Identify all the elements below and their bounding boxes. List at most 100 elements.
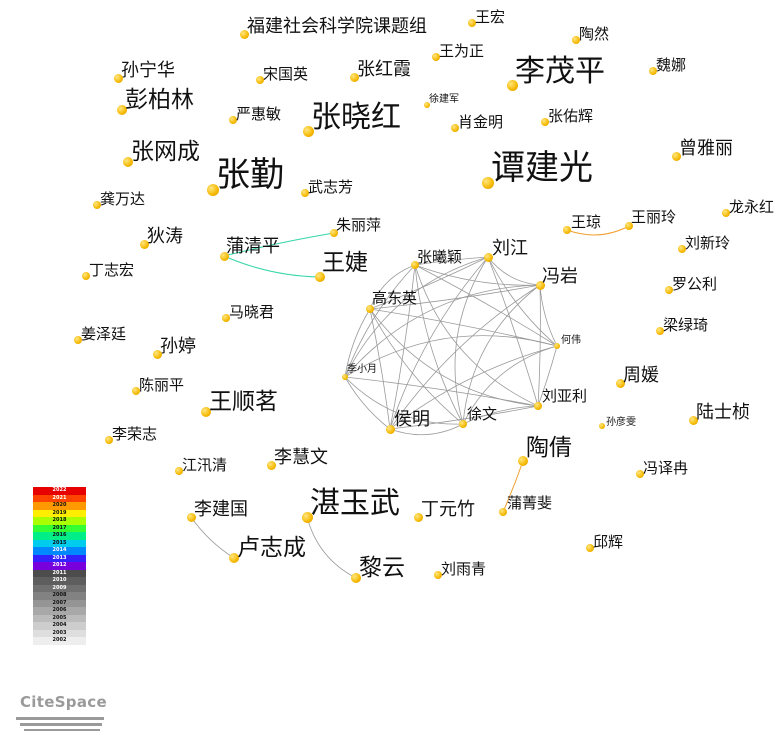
- author-node-dot: [688, 415, 698, 425]
- author-node-label: 龙永红: [729, 198, 775, 216]
- coauthor-link: [369, 256, 489, 310]
- author-node-dot: [229, 116, 237, 124]
- legend-year-swatch: 2014: [33, 547, 86, 555]
- author-node-dot: [599, 423, 605, 429]
- author-node-label: 张红霞: [357, 59, 411, 80]
- legend-year-swatch: 2011: [33, 569, 86, 577]
- author-node-dot: [139, 239, 149, 249]
- coauthor-link: [344, 376, 464, 425]
- coauthor-link: [223, 255, 321, 278]
- author-node-label: 王为正: [439, 42, 485, 60]
- author-node-dot: [74, 336, 82, 344]
- author-node-dot: [656, 327, 664, 335]
- legend-year-swatch: 2013: [33, 554, 86, 562]
- author-node-label: 张佑辉: [548, 107, 594, 125]
- author-node-label: 刘江: [492, 238, 528, 259]
- author-node-dot: [105, 436, 113, 444]
- author-node-dot: [586, 544, 594, 552]
- author-node-dot: [483, 252, 493, 262]
- author-node-dot: [636, 470, 644, 478]
- author-node-dot: [554, 343, 560, 349]
- author-node-label: 季小月: [347, 364, 377, 375]
- author-node-dot: [534, 402, 542, 410]
- author-node-label: 孙宁华: [121, 60, 175, 81]
- author-node-label: 李荣志: [112, 425, 158, 443]
- legend-year-swatch: 2017: [33, 524, 86, 532]
- author-node-dot: [468, 19, 476, 27]
- author-node-dot: [499, 508, 507, 516]
- author-node-label: 刘雨青: [441, 560, 487, 578]
- coauthor-link: [537, 345, 558, 407]
- coauthor-link: [539, 284, 558, 347]
- coauthor-link: [487, 256, 558, 347]
- author-node-label: 张曦颖: [417, 248, 463, 266]
- coauthor-link: [389, 256, 489, 430]
- legend-year-swatch: 2003: [33, 629, 86, 637]
- author-node-label: 卢志成: [237, 535, 306, 561]
- author-node-dot: [201, 407, 211, 417]
- author-node-label: 侯明: [394, 409, 430, 430]
- coauthor-link: [389, 345, 558, 430]
- author-node-dot: [229, 553, 239, 563]
- legend-year-swatch: 2015: [33, 539, 86, 547]
- coauthor-link: [487, 256, 541, 286]
- author-node-label: 宋国英: [263, 65, 309, 83]
- author-node-dot: [301, 189, 309, 197]
- coauthor-link: [344, 308, 371, 378]
- author-node-dot: [207, 184, 219, 196]
- legend-year-swatch: 2010: [33, 577, 86, 585]
- coauthor-link: [344, 376, 391, 430]
- logo-text: CiteSpace: [20, 693, 107, 711]
- coauthor-link: [369, 264, 416, 310]
- author-node-dot: [434, 571, 442, 579]
- author-node-label: 周媛: [623, 365, 659, 386]
- author-node-dot: [349, 72, 359, 82]
- author-node-label: 陶然: [579, 25, 610, 43]
- coauthor-link: [369, 308, 464, 425]
- author-node-label: 狄涛: [147, 226, 183, 247]
- logo-bar: [20, 723, 102, 726]
- author-node-label: 徐建军: [429, 94, 459, 105]
- author-node-dot: [123, 157, 133, 167]
- author-node-dot: [256, 76, 264, 84]
- author-node-dot: [266, 460, 276, 470]
- author-node-label: 陶倩: [526, 435, 572, 461]
- author-node-dot: [722, 209, 730, 217]
- coauthor-link: [487, 256, 539, 407]
- author-node-label: 王琼: [571, 213, 602, 231]
- coauthor-link: [566, 225, 630, 236]
- author-node-label: 肖金明: [458, 113, 504, 131]
- author-node-dot: [342, 374, 348, 380]
- legend-year-swatch: 2005: [33, 614, 86, 622]
- author-node-dot: [152, 349, 162, 359]
- author-node-dot: [563, 226, 571, 234]
- author-node-label: 罗公利: [672, 275, 718, 293]
- author-node-dot: [186, 512, 196, 522]
- coauthor-link: [454, 256, 489, 425]
- author-node-label: 李建国: [194, 499, 248, 520]
- author-node-dot: [665, 286, 673, 294]
- legend-year-swatch: 2022: [33, 487, 86, 495]
- author-node-label: 孙彦雯: [606, 417, 636, 428]
- author-node-dot: [518, 456, 528, 466]
- author-node-label: 蒲清平: [226, 236, 280, 257]
- logo-bar: [24, 729, 100, 731]
- legend-year-swatch: 2009: [33, 584, 86, 592]
- author-node-dot: [117, 105, 127, 115]
- author-node-label: 邱辉: [593, 533, 624, 551]
- author-node-label: 丁元竹: [421, 499, 475, 520]
- coauthor-link: [223, 232, 335, 257]
- author-node-label: 李慧文: [274, 447, 328, 468]
- coauthor-link: [462, 345, 558, 425]
- author-node-label: 王宏: [475, 8, 506, 26]
- author-node-label: 蒲菁斐: [507, 494, 553, 512]
- author-node-label: 彭柏林: [125, 87, 194, 113]
- logo-bar: [16, 717, 104, 720]
- author-node-dot: [330, 229, 338, 237]
- author-node-label: 张晓红: [311, 100, 401, 135]
- coauthor-link: [369, 308, 539, 407]
- author-node-dot: [175, 467, 183, 475]
- author-node-dot: [432, 53, 440, 61]
- author-node-label: 何伟: [561, 335, 581, 346]
